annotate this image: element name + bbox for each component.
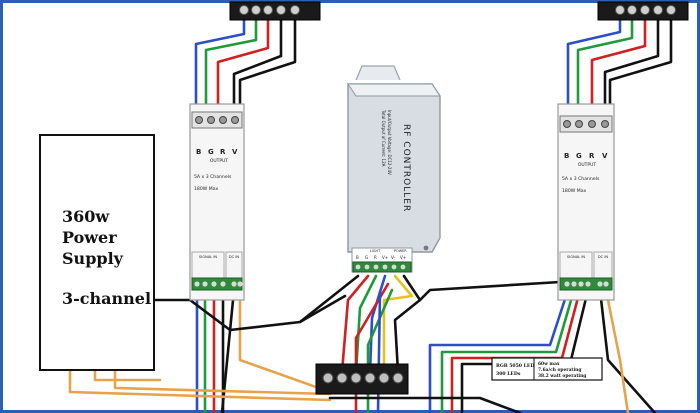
right-amp-term-g: G	[576, 152, 582, 160]
right-amp-term-v: V	[602, 152, 608, 160]
left-amp-term-g: G	[208, 148, 214, 156]
left-amp-spec2: 180W Max	[194, 186, 219, 192]
left-amp-term-b: B	[196, 148, 201, 156]
left-amplifier: B G R V OUTPUT 5A x 3 Channels 180W Max …	[189, 103, 245, 301]
bottom-terminal-block	[315, 363, 409, 395]
rf-controller: RF CONTROLLER Input/Output Voltage: DC12…	[347, 65, 441, 273]
led-note-left1: RGB 5050 LED	[496, 363, 534, 369]
rf-controller-term-2: R	[374, 255, 377, 260]
right-amp-spec1: 5A x 3 Channels	[562, 176, 600, 182]
left-amp-spec1: 5A x 3 Channels	[194, 174, 232, 180]
left-amp-dc-label: DC IN	[229, 255, 239, 259]
rf-controller-term-0: B	[356, 255, 359, 260]
top-right-terminal-block	[597, 1, 689, 21]
power-supply-wires	[68, 294, 347, 402]
top-left-terminal-block	[229, 1, 321, 21]
power-supply-line1: 360w	[62, 207, 110, 226]
power-supply-line4: 3-channel	[62, 289, 151, 308]
rf-controller-power-label: POWER	[394, 249, 407, 253]
power-supply-box: 360w Power Supply 3-channel	[39, 134, 155, 371]
led-note-right1: 60w max	[538, 362, 560, 367]
led-note-right2: 7.6a/ch operating	[538, 368, 581, 373]
left-amp-signal-label: SIGNAL IN	[199, 255, 217, 259]
led-note-box: RGB 5050 LED 300 LEDs 60w max 7.6a/ch op…	[491, 357, 603, 381]
rf-controller-light-label: LIGHT	[370, 249, 381, 253]
rf-controller-term-5: V+	[400, 255, 406, 260]
power-supply-line3: Supply	[62, 249, 124, 268]
top-right-wires	[566, 14, 673, 112]
rf-controller-spec1: Input/Output Voltage: DC12-24V	[387, 110, 392, 175]
rf-controller-term-1: G	[365, 255, 368, 260]
rf-controller-term-3: V+	[382, 255, 388, 260]
left-amp-output-label: OUTPUT	[210, 158, 229, 164]
led-note-left2: 300 LEDs	[496, 371, 521, 377]
rf-controller-spec2: Total Output of Current: 12A	[381, 109, 386, 167]
left-amp-term-v: V	[232, 148, 238, 156]
right-amplifier: B G R V OUTPUT 5A x 3 Channels 180W Max …	[557, 103, 615, 301]
right-amp-term-b: B	[564, 152, 569, 160]
left-amp-term-r: R	[220, 148, 226, 156]
right-amp-output-label: OUTPUT	[578, 162, 597, 168]
led-note-right3: 38.2 watt operating	[538, 374, 586, 379]
right-amp-spec2: 180W Max	[562, 188, 587, 194]
rf-controller-term-4: V-	[391, 255, 396, 260]
top-left-wires	[194, 14, 297, 112]
right-amp-term-r: R	[589, 152, 595, 160]
right-amp-dc-label: DC IN	[598, 255, 608, 259]
right-amp-signal-label: SIGNAL IN	[567, 255, 585, 259]
rf-controller-title: RF CONTROLLER	[401, 124, 411, 212]
power-supply-line2: Power	[62, 228, 117, 247]
